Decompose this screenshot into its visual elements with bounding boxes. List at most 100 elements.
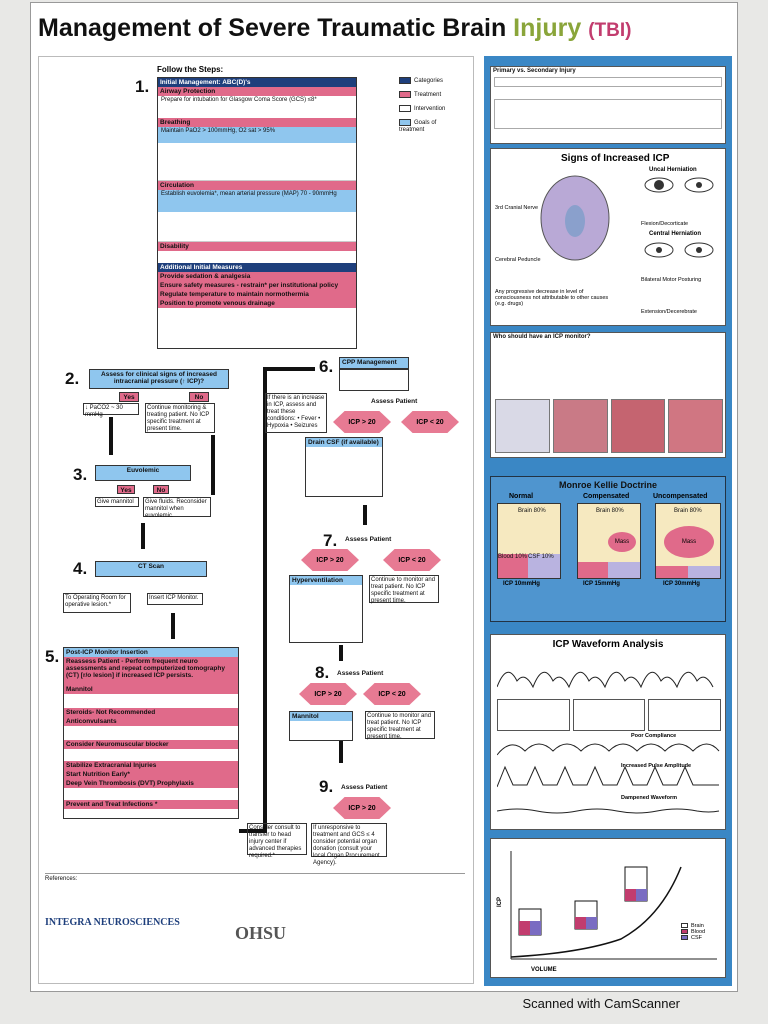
- pv-legend-csf: CSF: [691, 935, 702, 941]
- poster-title: Management of Severe Traumatic Brain Inj…: [38, 14, 631, 43]
- compensated-diagram: Brain 80% Mass: [577, 503, 641, 579]
- step7-hyper-box: Hyperventilation: [289, 575, 363, 643]
- step1-circulation: Circulation: [158, 181, 356, 190]
- step3-number: 3.: [73, 465, 88, 484]
- step1-sedation: Provide sedation & analgesia: [158, 272, 356, 281]
- progressive-text: Any progressive decrease in level of con…: [495, 289, 609, 307]
- step9-icp-high: ICP > 20: [333, 797, 391, 819]
- poor-label: Poor Compliance: [631, 733, 677, 739]
- normal-blood: Blood 10%: [498, 554, 530, 578]
- normal-label: Normal: [509, 493, 534, 500]
- step6-drain-box: Drain CSF (if available): [305, 437, 383, 497]
- step5-mannitol-notes: [64, 694, 238, 708]
- compensated-label: Compensated: [583, 493, 630, 500]
- step8-icp-high: ICP > 20: [299, 683, 357, 705]
- signs-icp-box: Signs of Increased ICP Uncal Herniation …: [490, 148, 726, 326]
- step5-dvt: Deep Vein Thrombosis (DVT) Prophylaxis: [64, 779, 238, 788]
- step7-hyper: Hyperventilation: [290, 576, 362, 585]
- comp-csf: [608, 562, 640, 578]
- step5-header: Post-ICP Monitor Insertion: [64, 648, 238, 657]
- comp-mass: Mass: [608, 532, 636, 552]
- waveform-poor: [497, 743, 720, 756]
- step3-no-box: Give fluids. Reconsider mannitol when eu…: [143, 497, 211, 519]
- follow-heading: Follow the Steps:: [157, 65, 224, 74]
- comp-brain: Brain 80%: [596, 508, 624, 514]
- icp-axis-label: ICP: [497, 896, 504, 908]
- step5-anticonv-notes: [64, 726, 238, 740]
- step6-icp-high: ICP > 20: [333, 411, 391, 433]
- step2-no: No: [189, 392, 209, 402]
- normal-diagram: Brain 80% Blood 10% CSF 10%: [497, 503, 561, 579]
- monitor-device-photo: [495, 399, 550, 453]
- pv-legend-blood-swatch: [681, 929, 688, 935]
- pv-legend-brain-swatch: [681, 923, 688, 929]
- legend-categories: Categories: [414, 78, 444, 85]
- primary-line2: [494, 89, 722, 97]
- step3-no: No: [153, 485, 169, 494]
- legend-treatment-swatch: [399, 91, 411, 99]
- arrow-3-4: [141, 523, 145, 549]
- step1-number: 1.: [135, 77, 150, 96]
- waveform-dampened: [497, 808, 720, 814]
- step6-icp-low: ICP < 20: [401, 411, 459, 433]
- flowchart-panel: Follow the Steps: 1. Initial Management:…: [38, 56, 474, 984]
- step8-number: 8.: [315, 663, 330, 682]
- step8-mannitol: Mannitol: [290, 712, 352, 721]
- monitor-photos: [495, 399, 723, 453]
- step7-assess: Assess Patient: [345, 536, 392, 543]
- integra-logo: INTEGRA NEUROSCIENCES: [45, 917, 180, 928]
- step1-circ-text: Establish euvolemia*, mean arterial pres…: [158, 190, 356, 212]
- arrow-2-3: [109, 417, 113, 455]
- peduncle-label: Cerebral Peduncle: [495, 257, 541, 263]
- cranial-label: 3rd Cranial Nerve: [495, 205, 539, 211]
- pv-legend-brain: Brain: [691, 923, 704, 929]
- step9-left-box: Consider consult to transfer to head inj…: [247, 823, 307, 859]
- step1-position: Position to promote venous drainage: [158, 299, 356, 308]
- icp30-label: ICP 30mmHg: [663, 581, 700, 587]
- icp15-label: ICP 15mmHg: [583, 581, 620, 587]
- pulse-label: Increased Pulse Amplitude: [621, 763, 692, 769]
- step7-icp-low: ICP < 20: [383, 549, 441, 571]
- step5-infections: Prevent and Treat Infections *: [64, 800, 238, 809]
- step1-airway: Airway Protection: [158, 87, 356, 96]
- step7-number: 7.: [323, 531, 338, 550]
- info-panel: Primary vs. Secondary Injury Signs of In…: [484, 56, 732, 986]
- step5-mannitol: Mannitol: [64, 685, 238, 694]
- step5-stabilize: Stabilize Extracranial Injuries: [64, 761, 238, 770]
- step5-neuromuscular-notes: [64, 749, 238, 761]
- step6-number: 6.: [319, 357, 334, 376]
- uncomp-diagram: Brain 80% Mass: [655, 503, 721, 579]
- monitor-heading: Who should have an ICP monitor?: [493, 334, 591, 340]
- step1-temperature: Regulate temperature to maintain normoth…: [158, 290, 356, 299]
- step9-assess: Assess Patient: [341, 784, 388, 791]
- step5-anticonv: Anticonvulsants: [64, 717, 238, 726]
- flexion-label: Flexion/Decorticate: [641, 221, 689, 227]
- arrow-to-6: [263, 367, 315, 371]
- step5-neuromuscular: Consider Neuromuscular blocker: [64, 740, 238, 749]
- step6-increase-box: If there is an increase in ICP, assess a…: [265, 393, 327, 433]
- uncomp-csf: [688, 566, 720, 578]
- volume-axis-label: VOLUME: [531, 967, 557, 973]
- step6-assess: Assess Patient: [371, 398, 418, 405]
- step3-yes-box: Give mannitol: [95, 497, 139, 507]
- legend-goals: Goals of treatment: [399, 120, 437, 134]
- pressure-volume-box: ICP VOLUME Brain Blood CSF: [490, 838, 726, 978]
- waveform-note-1: [497, 699, 570, 731]
- step1-box: Initial Management: ABC(D)'s Airway Prot…: [157, 77, 357, 349]
- uncomp-blood: [656, 566, 690, 578]
- primary-heading: Primary vs. Secondary Injury: [493, 68, 576, 74]
- title-injury: Injury: [513, 14, 582, 42]
- legend: Categories Treatment Intervention Goals …: [399, 77, 461, 134]
- step2-yes-box: ↓ PaCO2 ~ 30 mmHg: [83, 403, 139, 418]
- step7-icp-high: ICP > 20: [301, 549, 359, 571]
- step1-disability-notes: [158, 251, 356, 263]
- monitor-photo-4: [668, 399, 723, 453]
- waveform-pulse: [497, 765, 719, 788]
- title-main: Management of Severe Traumatic Brain: [38, 14, 507, 42]
- brain-illustration: [540, 175, 610, 261]
- uncompensated-label: Uncompensated: [653, 493, 708, 500]
- step8-assess: Assess Patient: [337, 670, 384, 677]
- step9-right-box: If unresponsive to treatment and GCS ≤ 4…: [311, 823, 387, 866]
- step8-cont-box: Continue to monitor and treat patient. N…: [365, 711, 435, 740]
- pv-legend-blood: Blood: [691, 929, 706, 935]
